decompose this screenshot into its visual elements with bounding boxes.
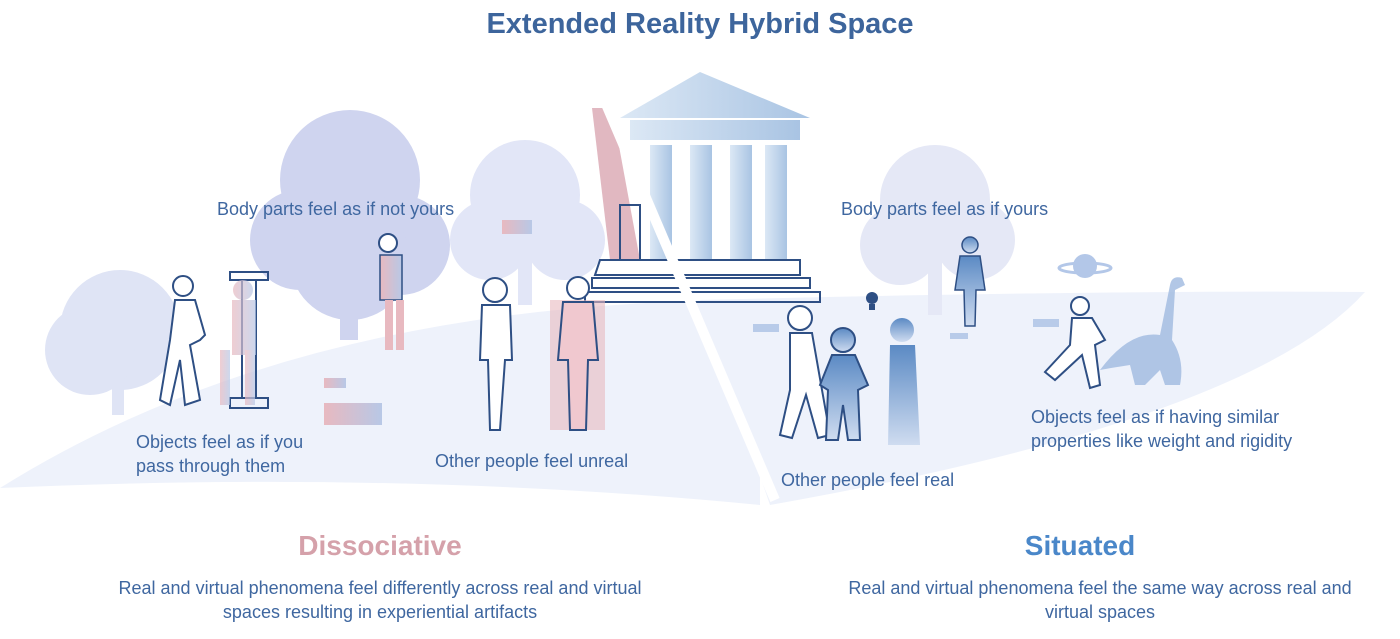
- glitch-block: [1033, 319, 1059, 327]
- glitch-block: [753, 324, 779, 332]
- label-objects-similar-2: properties like weight and rigidity: [1031, 431, 1293, 451]
- tree-icon: [45, 270, 180, 415]
- person-walking-icon: [158, 275, 207, 407]
- label-people-unreal: Other people feel unreal: [435, 451, 629, 471]
- label-people-real: Other people feel real: [781, 470, 955, 490]
- woman-icon: [478, 277, 514, 431]
- dissociative-heading: Dissociative: [298, 530, 462, 561]
- dinosaur-icon: [1100, 277, 1185, 385]
- woman-long-hair-icon: [888, 318, 920, 445]
- glitch-block: [324, 403, 382, 425]
- label-objects-pass-1: Objects feel as if you: [136, 432, 304, 452]
- tree-icon: [250, 110, 450, 340]
- glitch-block: [950, 333, 968, 339]
- tree-icon: [450, 140, 605, 305]
- ghost-person-icon: [220, 280, 256, 405]
- page-title: Extended Reality Hybrid Space: [486, 8, 914, 40]
- glitch-block: [502, 220, 532, 234]
- situated-description-1: Real and virtual phenomena feel the same…: [848, 578, 1352, 598]
- label-objects-pass-2: pass through them: [136, 456, 286, 476]
- child-running-icon: [1043, 296, 1107, 390]
- robot-person-icon: [550, 276, 605, 431]
- label-objects-similar-1: Objects feel as if having similar: [1031, 407, 1280, 427]
- ground-right: [700, 291, 1365, 505]
- temple-icon: [584, 72, 821, 502]
- situated-heading: Situated: [1024, 530, 1136, 561]
- person-phone-icon: [378, 233, 404, 350]
- label-body-yours: Body parts feel as if yours: [841, 199, 1049, 219]
- label-body-not-yours: Body parts feel as if not yours: [217, 199, 455, 219]
- person-standing-icon: [954, 236, 986, 327]
- situated-description-2: virtual spaces: [1044, 602, 1156, 622]
- lightbulb-icon: [866, 292, 878, 310]
- planet-icon: [1057, 254, 1113, 278]
- glitch-block: [324, 378, 346, 388]
- tree-icon: [860, 145, 1015, 315]
- dissociative-description-2: spaces resulting in experiential artifac…: [222, 602, 538, 622]
- spiky-hair-person-icon: [778, 305, 832, 440]
- dissociative-description-1: Real and virtual phenomena feel differen…: [118, 578, 642, 598]
- woman-hands-hips-icon: [818, 327, 870, 441]
